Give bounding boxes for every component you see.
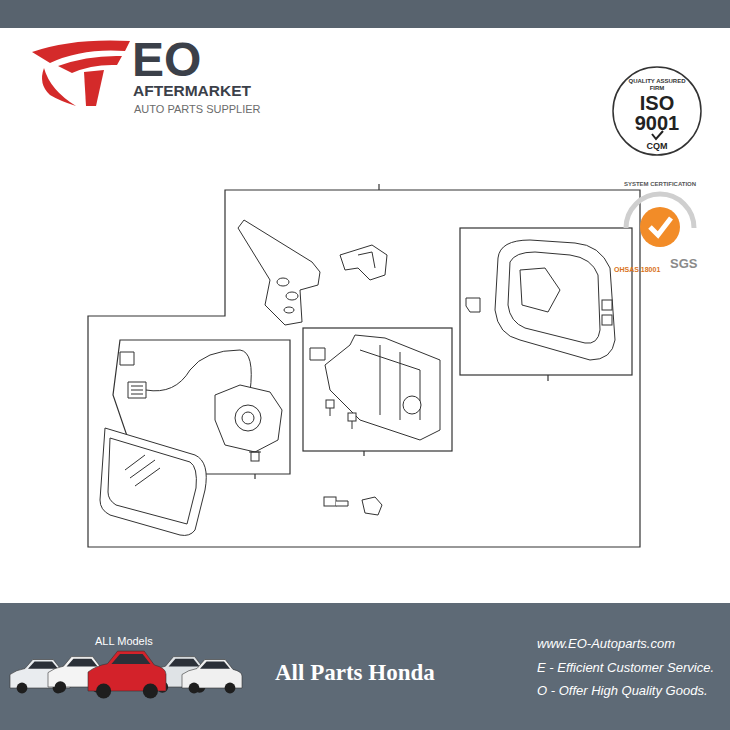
badge-text: ISO 9001: [630, 93, 684, 133]
badge-text: CQM: [637, 142, 677, 151]
badge-text: SYSTEM CERTIFICATION: [615, 181, 705, 187]
footer-band: ALL ModelsAll Parts Honda www.EO-Autopart…: [0, 603, 730, 730]
badge-text: All Parts Honda: [275, 661, 435, 684]
badge-text: www.EO-Autoparts.com: [537, 637, 675, 650]
mirror-parts: [100, 220, 615, 535]
badge-text: OHSAS 18001: [614, 266, 660, 273]
certification-badge: SYSTEM CERTIFICATION OHSAS 18001 SGS: [612, 180, 708, 276]
car-lineup: [0, 603, 250, 730]
brand-tagline: AUTO PARTS SUPPLIER: [134, 104, 261, 115]
badge-text: E - Efficient Customer Service.: [537, 661, 714, 674]
badge-text: QUALITY ASSURED FIRM: [627, 78, 687, 92]
frame: [88, 184, 640, 547]
top-bar: [0, 0, 730, 28]
brand-logo: [32, 40, 130, 106]
badge-text: ALL Models: [95, 636, 153, 647]
badge-text: SGS: [670, 257, 697, 270]
brand-name: AFTERMARKET: [133, 83, 251, 99]
iso-badge: QUALITY ASSURED FIRMISO 9001CQM: [612, 66, 702, 156]
brand-logo-text: EO: [132, 36, 201, 84]
badge-text: O - Offer High Quality Goods.: [537, 684, 708, 697]
